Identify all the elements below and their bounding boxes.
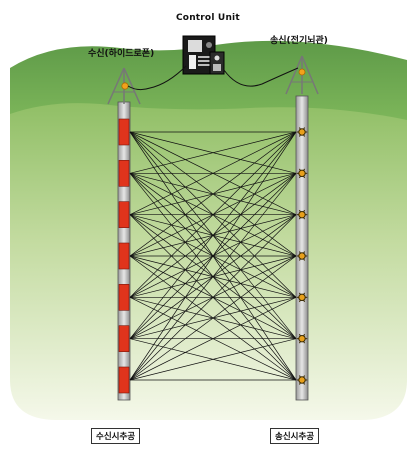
receiver-hydrophone-label: 수신(하이드로폰) [88, 49, 155, 59]
ray-path [129, 255, 297, 381]
ray-path [129, 214, 297, 381]
hydrophone-sensor [118, 118, 130, 146]
ray-path [129, 297, 297, 381]
receiver-borehole-label: 수신시추공 [91, 428, 141, 444]
ray-path [129, 173, 297, 381]
control-unit-label: Control Unit [176, 13, 240, 23]
detonator-source [296, 375, 308, 385]
transmitter-antenna-node [298, 68, 306, 76]
hydrophone-sensor [118, 284, 130, 311]
ray-path [129, 131, 297, 215]
ground-area [10, 95, 407, 420]
transmitter-detonator-label: 송신(전기뇌관) [270, 36, 328, 46]
receiver-sensors [118, 118, 130, 394]
transmitter-sources [296, 127, 308, 385]
hydrophone-sensor [118, 366, 130, 394]
ray-path [129, 131, 297, 381]
control-unit-icon [182, 35, 225, 75]
detonator-source [296, 168, 308, 179]
transmitter-cable [223, 67, 299, 87]
ray-path [129, 338, 297, 381]
ray-path [129, 131, 297, 298]
ray-path [129, 131, 297, 257]
transmitter-borehole-label: 송신시추공 [270, 428, 320, 444]
hydrophone-sensor [118, 242, 130, 270]
ray-path [129, 131, 297, 174]
ray-path [129, 131, 297, 339]
ray-paths [129, 131, 297, 381]
detonator-source [296, 127, 308, 137]
receiver-antenna-node [121, 82, 129, 90]
hydrophone-sensor [118, 160, 130, 187]
transmitter-borehole-pipe [295, 95, 309, 401]
detonator-source [296, 333, 308, 344]
detonator-source [296, 209, 308, 220]
hydrophone-sensor [118, 325, 130, 352]
hydrophone-sensor [118, 201, 130, 228]
receiver-cable [127, 65, 187, 91]
detonator-source [296, 292, 308, 303]
detonator-source [296, 251, 308, 261]
